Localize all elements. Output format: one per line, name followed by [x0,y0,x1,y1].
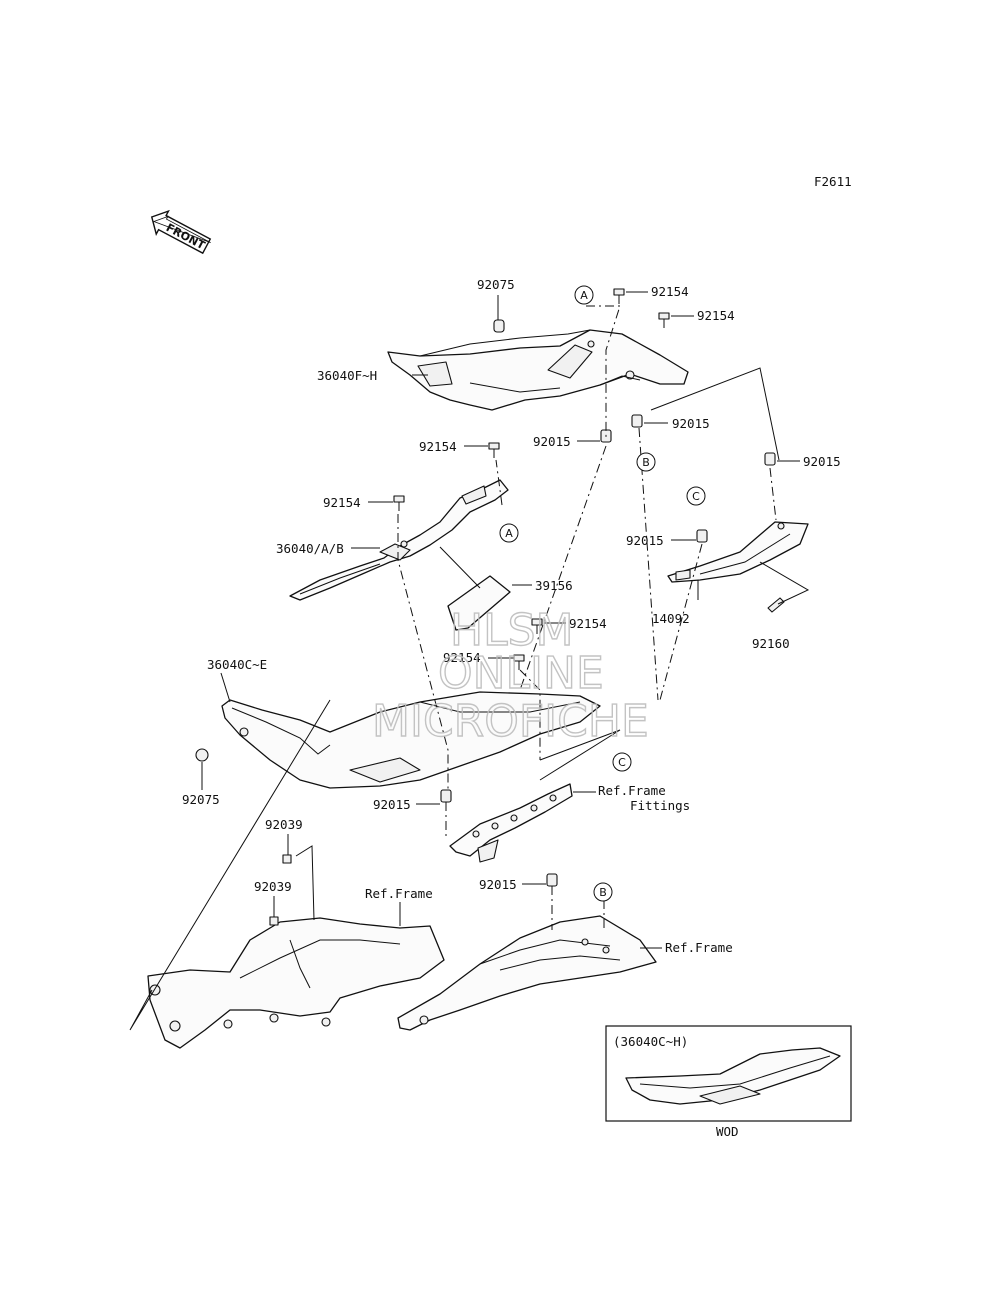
label-92154-f: 92154 [443,650,481,665]
fasteners [195,288,785,926]
label-92039-b: 92039 [254,879,292,894]
svg-text:B: B [642,456,650,469]
label-ref-frame-right: Ref.Frame [665,940,733,955]
svg-text:HLSM: HLSM [450,605,574,656]
label-92154-e: 92154 [569,616,607,631]
circle-B2: B [593,882,613,902]
label-92039-a: 92039 [265,817,303,832]
frame-bracket [449,783,573,863]
side-cover-upper-right [387,329,689,411]
label-92015-a: 92015 [672,416,710,431]
label-36040-A-B: 36040/A/B [276,541,344,556]
circle-C2: C [612,752,632,772]
label-92015-d: 92015 [626,533,664,548]
circle-B1: B [636,452,656,472]
label-39156: 39156 [535,578,573,593]
circle-A2: A [499,523,519,543]
svg-text:B: B [599,886,607,899]
label-ref-frame-fittings-2: Fittings [630,798,690,813]
label-92015-e: 92015 [373,797,411,812]
label-92154-a: 92154 [651,284,689,299]
watermark: HLSM ONLINE MICROFICHE [371,604,649,747]
svg-text:ONLINE: ONLINE [438,648,604,699]
circle-C1: C [686,486,706,506]
label-92154-c: 92154 [419,439,457,454]
label-36040C-E: 36040C~E [207,657,267,672]
dashed-lines [397,305,777,930]
leader-lines [129,291,810,1031]
svg-text:MICROFICHE: MICROFICHE [372,696,649,747]
label-14092: 14092 [652,611,690,626]
label-92075-bottom: 92075 [182,792,220,807]
pad-39156 [447,575,511,631]
inset-caption: WOD [716,1124,739,1139]
label-92015-c: 92015 [803,454,841,469]
label-92015-f: 92015 [479,877,517,892]
inset-label: (36040C~H) [613,1034,688,1049]
svg-text:C: C [618,756,626,769]
frame-right [397,915,657,1031]
label-92154-d: 92154 [323,495,361,510]
bracket-14092 [667,521,809,583]
circle-A1: A [574,285,594,305]
label-92154-b: 92154 [697,308,735,323]
label-ref-frame-fittings-1: Ref.Frame [598,783,666,798]
side-cover-lower [221,691,601,789]
svg-text:A: A [505,527,513,540]
svg-text:A: A [580,289,588,302]
label-92075-top: 92075 [477,277,515,292]
front-arrow-icon: FRONT [150,209,212,255]
label-ref-frame-left: Ref.Frame [365,886,433,901]
svg-text:C: C [692,490,700,503]
inset-box: (36040C~H) WOD [605,1025,852,1139]
label-92015-b: 92015 [533,434,571,449]
figure-code: F2611 [814,174,852,189]
label-36040F-H: 36040F~H [317,368,377,383]
frame-left [147,917,445,1049]
side-cover-middle [289,479,509,601]
label-92160: 92160 [752,636,790,651]
